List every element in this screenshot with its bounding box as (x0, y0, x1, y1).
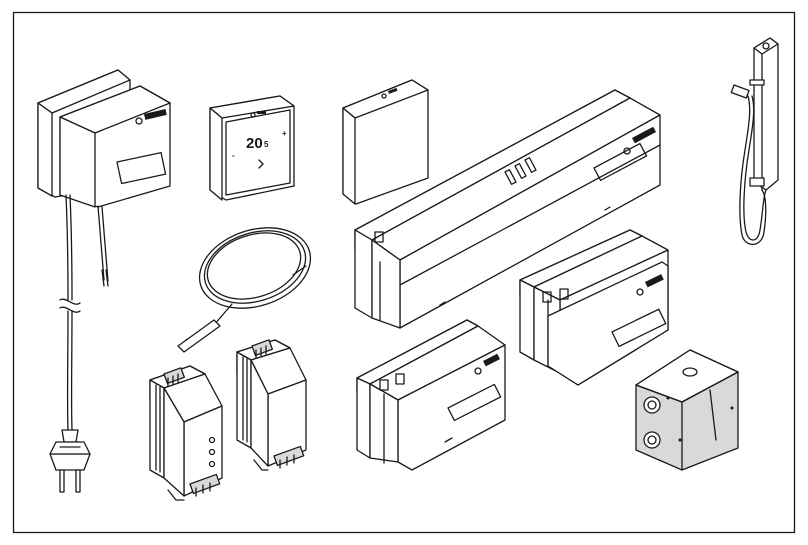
display-minus-button: - (232, 151, 235, 160)
wiring-center-medium (519, 229, 669, 386)
connector-plug-icon (730, 84, 750, 99)
illustration-border (12, 11, 796, 534)
led-indicator-icon (208, 448, 216, 456)
brand-logo-icon (623, 126, 657, 155)
brand-logo-icon (474, 353, 500, 375)
display-plus-button: + (282, 129, 287, 138)
thermostat-with-display: 20 5 - + (209, 95, 295, 201)
euro-plug-icon (49, 429, 91, 493)
din-module-right (236, 339, 307, 471)
thermostat-plain (342, 79, 429, 205)
power-adapter (37, 69, 171, 493)
display-temperature-value: 20 (246, 135, 263, 152)
led-indicator-icon (208, 460, 216, 468)
cable-gland-icon (643, 431, 661, 449)
cable-gland-icon (643, 396, 661, 414)
brand-logo-icon (636, 274, 664, 296)
brand-logo-icon (381, 87, 398, 99)
display-arrow-icon (258, 159, 264, 169)
brand-logo-icon (135, 109, 167, 125)
terminal-block-top (251, 339, 273, 359)
terminal-block-bottom (189, 473, 221, 497)
display-temperature-decimal: 5 (264, 140, 269, 149)
wiring-center-small (356, 319, 506, 471)
brand-logo-icon (250, 111, 266, 118)
din-module-left (149, 365, 223, 501)
led-indicator-icon (208, 436, 216, 444)
wiring-center-large (354, 89, 661, 329)
junction-box (635, 349, 739, 471)
terminal-block-top (163, 367, 185, 387)
terminal-block-bottom (273, 445, 305, 469)
floor-temperature-sensor (177, 227, 312, 353)
antenna-receiver (730, 37, 779, 246)
